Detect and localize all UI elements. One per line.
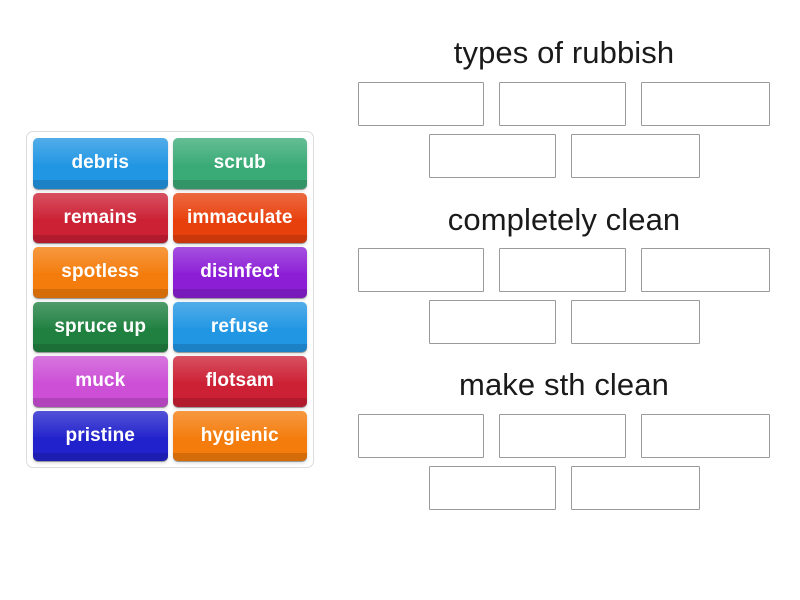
word-tile[interactable]: spruce up	[33, 301, 168, 352]
drop-slot[interactable]	[570, 300, 700, 345]
word-tile[interactable]: hygienic	[172, 410, 307, 461]
drop-slot[interactable]	[641, 248, 770, 293]
drop-slot-row	[340, 414, 788, 459]
word-tile[interactable]: flotsam	[172, 356, 307, 407]
word-tile-grid: debris scrub remains immaculate spotless disi…	[33, 138, 307, 461]
drop-slot[interactable]	[570, 133, 700, 178]
drop-slot-row	[340, 466, 788, 511]
drop-slot-row	[340, 248, 788, 293]
word-tile[interactable]: disinfect	[172, 247, 307, 298]
drop-slot[interactable]	[499, 248, 626, 293]
category-list: types of rubbish completely clean make sth…	[340, 20, 788, 518]
word-tile-label: hygienic	[200, 424, 279, 446]
word-tile[interactable]: immaculate	[172, 192, 307, 243]
word-tile[interactable]: scrub	[172, 138, 307, 189]
word-tile-label: disinfect	[200, 261, 280, 283]
word-tile[interactable]: remains	[33, 192, 168, 243]
drop-slot-row	[340, 133, 788, 178]
word-tile-label: refuse	[210, 315, 269, 337]
category-title: types of rubbish	[453, 35, 675, 70]
drop-slot-row	[340, 81, 788, 126]
drop-slot[interactable]	[358, 81, 484, 126]
word-tile-label: spotless	[61, 261, 140, 283]
category-group: make sth clean	[340, 365, 788, 511]
category-group: types of rubbish	[340, 33, 788, 178]
drop-slot[interactable]	[358, 248, 484, 293]
drop-slot[interactable]	[358, 414, 484, 459]
word-tile-label: remains	[63, 206, 138, 228]
word-tile[interactable]: spotless	[33, 247, 168, 298]
category-title: make sth clean	[459, 367, 669, 403]
drop-slot[interactable]	[499, 414, 626, 459]
word-tile-label: muck	[75, 370, 126, 392]
word-tile-label: flotsam	[205, 370, 274, 392]
drop-slot[interactable]	[499, 81, 626, 126]
drop-slot[interactable]	[641, 414, 770, 459]
word-tile-label: spruce up	[54, 315, 147, 337]
word-tile-label: scrub	[213, 152, 266, 174]
word-tile-label: immaculate	[186, 206, 293, 228]
drop-slot-row	[340, 300, 788, 345]
word-tile-label: debris	[71, 152, 130, 174]
category-title: completely clean	[447, 201, 681, 237]
drop-slot[interactable]	[428, 466, 556, 511]
drop-slot[interactable]	[428, 133, 556, 178]
drop-slot[interactable]	[641, 81, 770, 126]
word-tile-panel: debris scrub remains immaculate spotless disi…	[26, 131, 314, 468]
word-tile[interactable]: pristine	[33, 410, 168, 461]
category-group: completely clean	[340, 200, 788, 345]
word-tile[interactable]: muck	[33, 356, 168, 407]
drop-slot[interactable]	[570, 466, 700, 511]
word-tile[interactable]: refuse	[172, 301, 307, 352]
word-tile[interactable]: debris	[33, 138, 168, 189]
drop-slot[interactable]	[428, 300, 556, 345]
word-tile-label: pristine	[65, 424, 135, 446]
